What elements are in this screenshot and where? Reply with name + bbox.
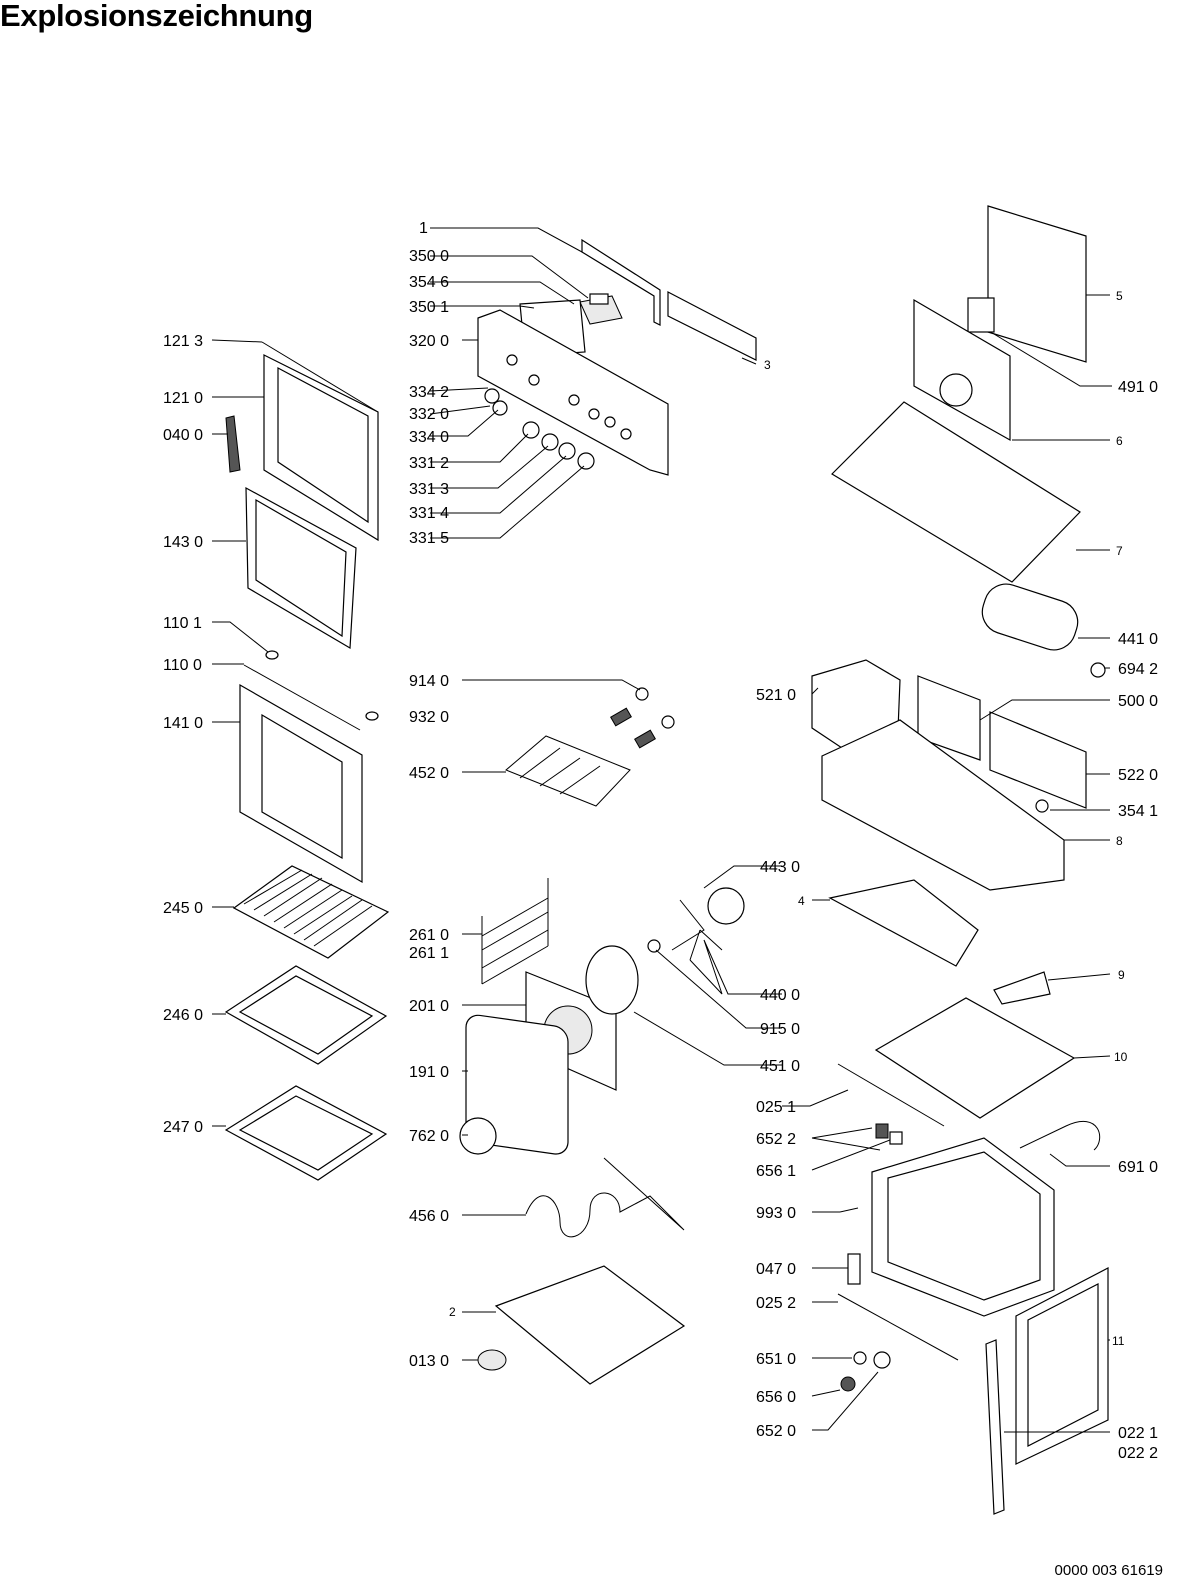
label-331-4: 331 4 <box>409 505 449 522</box>
label-025-2: 025 2 <box>756 1295 796 1312</box>
label-491-0: 491 0 <box>1118 379 1158 396</box>
label-354-6: 354 6 <box>409 274 449 291</box>
document-number: 0000 003 61619 <box>1054 1562 1163 1579</box>
label-4: 4 <box>798 894 805 908</box>
label-040-0: 040 0 <box>163 427 203 444</box>
label-691-0: 691 0 <box>1118 1159 1158 1176</box>
part-labels: 1 350 0 354 6 350 1 320 0 3 121 3 121 0 … <box>163 220 1158 1462</box>
label-261-1: 261 1 <box>409 945 449 962</box>
part-shapes <box>224 205 1109 1515</box>
label-334-0: 334 0 <box>409 429 449 446</box>
label-2: 2 <box>449 1305 456 1319</box>
label-143-0: 143 0 <box>163 534 203 551</box>
label-331-5: 331 5 <box>409 530 449 547</box>
label-110-1: 110 1 <box>163 615 202 632</box>
label-047-0: 047 0 <box>756 1261 796 1278</box>
label-246-0: 246 0 <box>163 1007 203 1024</box>
label-331-3: 331 3 <box>409 481 449 498</box>
label-9: 9 <box>1118 968 1125 982</box>
label-694-2: 694 2 <box>1118 661 1158 678</box>
label-651-0: 651 0 <box>756 1351 796 1368</box>
label-5: 5 <box>1116 289 1123 303</box>
label-261-0: 261 0 <box>409 927 449 944</box>
label-914-0: 914 0 <box>409 673 449 690</box>
label-121-3: 121 3 <box>163 333 203 350</box>
label-452-0: 452 0 <box>409 765 449 782</box>
label-201-0: 201 0 <box>409 998 449 1015</box>
label-762-0: 762 0 <box>409 1128 449 1145</box>
label-334-2: 334 2 <box>409 384 449 401</box>
label-932-0: 932 0 <box>409 709 449 726</box>
label-141-0: 141 0 <box>163 715 203 732</box>
label-443-0: 443 0 <box>760 859 800 876</box>
label-025-1: 025 1 <box>756 1099 796 1116</box>
label-350-0: 350 0 <box>409 248 449 265</box>
label-110-0: 110 0 <box>163 657 202 674</box>
label-7: 7 <box>1116 544 1123 558</box>
label-245-0: 245 0 <box>163 900 203 917</box>
page-title: Explosionszeichnung <box>0 0 313 33</box>
label-3: 3 <box>764 358 771 372</box>
label-652-0: 652 0 <box>756 1423 796 1440</box>
label-652-2: 652 2 <box>756 1131 796 1148</box>
label-8: 8 <box>1116 834 1123 848</box>
label-247-0: 247 0 <box>163 1119 203 1136</box>
label-331-2: 331 2 <box>409 455 449 472</box>
label-11: 11 <box>1112 1334 1125 1348</box>
label-451-0: 451 0 <box>760 1058 800 1075</box>
label-013-0: 013 0 <box>409 1353 449 1370</box>
label-332-0: 332 0 <box>409 406 449 423</box>
label-456-0: 456 0 <box>409 1208 449 1225</box>
label-354-1: 354 1 <box>1118 803 1158 820</box>
label-522-0: 522 0 <box>1118 767 1158 784</box>
label-320-0: 320 0 <box>409 333 449 350</box>
label-022-2: 022 2 <box>1118 1445 1158 1462</box>
label-022-1: 022 1 <box>1118 1425 1158 1442</box>
label-441-0: 441 0 <box>1118 631 1158 648</box>
label-350-1: 350 1 <box>409 299 449 316</box>
leader-lines <box>211 227 1112 1433</box>
label-10: 10 <box>1114 1050 1128 1064</box>
label-656-0: 656 0 <box>756 1389 796 1406</box>
label-6: 6 <box>1116 434 1123 448</box>
label-915-0: 915 0 <box>760 1021 800 1038</box>
label-191-0: 191 0 <box>409 1064 449 1081</box>
label-521-0: 521 0 <box>756 687 796 704</box>
label-440-0: 440 0 <box>760 987 800 1004</box>
label-500-0: 500 0 <box>1118 693 1158 710</box>
label-121-0: 121 0 <box>163 390 203 407</box>
label-656-1: 656 1 <box>756 1163 796 1180</box>
label-993-0: 993 0 <box>756 1205 796 1222</box>
label-1: 1 <box>419 220 428 237</box>
